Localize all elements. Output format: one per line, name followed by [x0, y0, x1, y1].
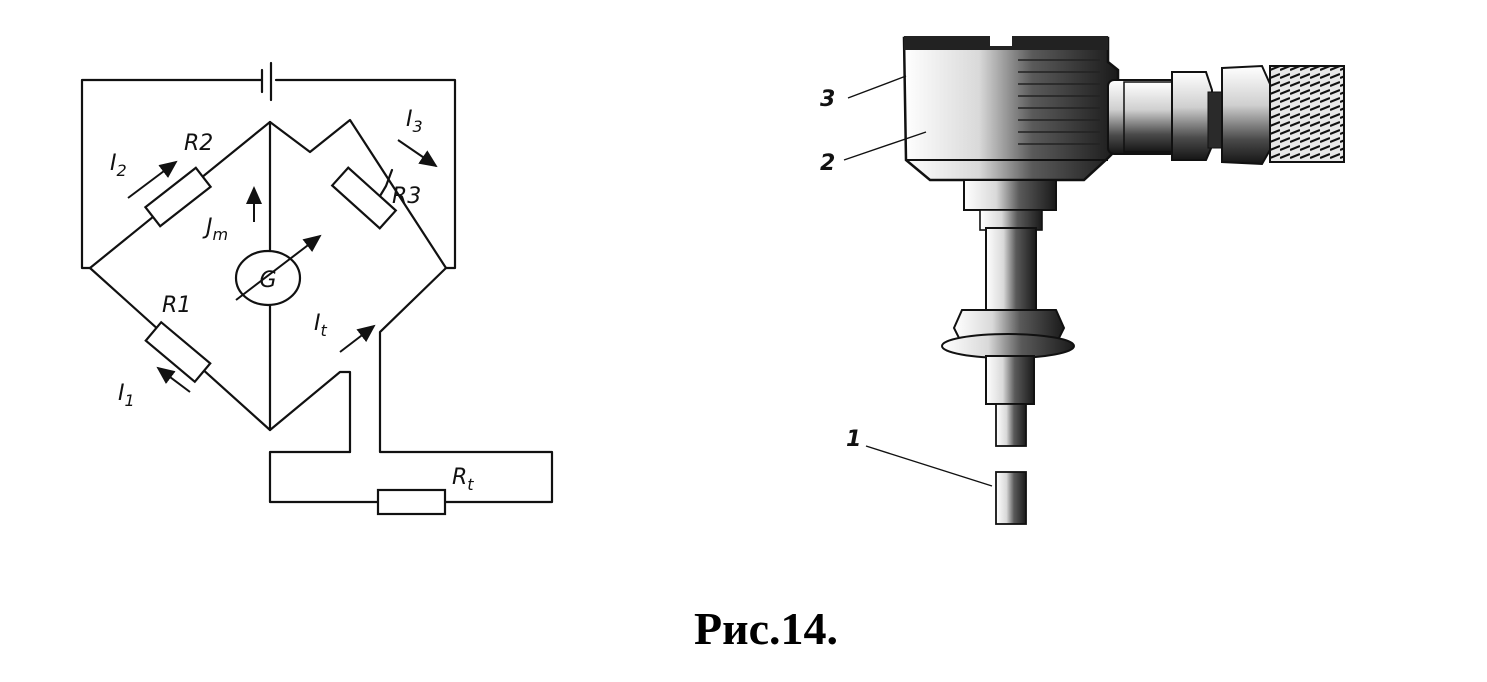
resistor-r1: [144, 320, 212, 384]
current-arrow-i1: [156, 366, 191, 393]
sensor-illustration: 3 2 1: [820, 36, 1345, 525]
current-label-i2: I2: [110, 151, 127, 180]
callout-1: 1: [846, 427, 861, 452]
current-arrow-i2: [127, 160, 178, 199]
callout-line-2: [843, 131, 927, 161]
callout-2: 2: [820, 151, 835, 176]
r3-label: R3: [392, 184, 421, 209]
current-label-im: Jm: [202, 215, 228, 244]
current-label-i3: I3: [406, 107, 423, 136]
callout-line-3: [847, 75, 907, 99]
r2-label: R2: [184, 131, 213, 156]
current-label-i1: I1: [118, 381, 135, 410]
galvanometer-icon: [234, 234, 322, 307]
rt-label: Rt: [452, 465, 474, 494]
callout-line-1: [865, 445, 993, 487]
current-label-it: It: [314, 311, 328, 340]
callout-3: 3: [820, 87, 835, 112]
bridge-circuit: G R2 R3 R1 Rt I2 I3 I1 It Jm: [80, 61, 554, 516]
galvanometer-label: G: [259, 268, 276, 293]
current-arrow-i3: [397, 139, 438, 168]
resistor-rt: [376, 488, 447, 516]
battery-icon: [260, 61, 273, 102]
sensor-stem: [941, 179, 1075, 525]
r1-label: R1: [162, 293, 191, 318]
figure-caption: Рис.14.: [694, 603, 838, 654]
sensor-head: [902, 36, 1120, 182]
side-fitting: [1107, 64, 1345, 166]
resistor-r3: [330, 166, 398, 230]
resistor-r2: [143, 166, 213, 228]
current-arrow-it: [339, 324, 376, 353]
